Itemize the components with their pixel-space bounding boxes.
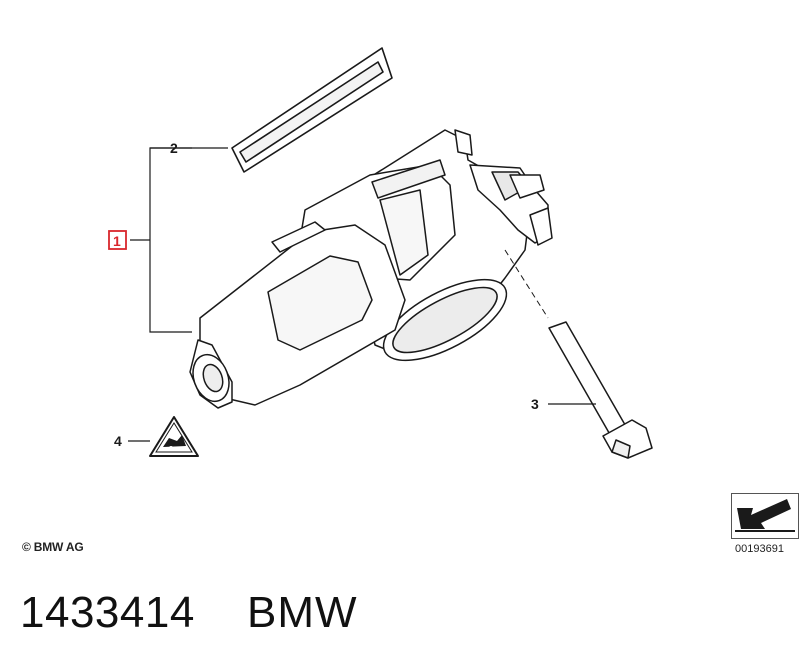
callout-3[interactable]: 3 xyxy=(531,396,539,412)
leader-lines xyxy=(128,147,596,442)
diagram-reference-number: 00193691 xyxy=(735,543,784,555)
copyright-notice: © BMW AG xyxy=(22,540,84,554)
callout-1-highlight xyxy=(108,230,127,250)
throttle-body xyxy=(189,129,553,409)
callout-2[interactable]: 2 xyxy=(170,140,178,156)
part-number: 1433414 xyxy=(20,588,195,637)
callout-1[interactable]: 1 xyxy=(113,233,121,249)
warning-triangle-icon xyxy=(149,416,199,457)
bolt xyxy=(548,321,653,459)
direction-arrow-icon xyxy=(735,499,795,532)
callout-4[interactable]: 4 xyxy=(114,433,122,449)
gasket-ring xyxy=(231,47,393,173)
brand-name: BMW xyxy=(247,588,358,637)
mounting-axis xyxy=(504,249,549,319)
